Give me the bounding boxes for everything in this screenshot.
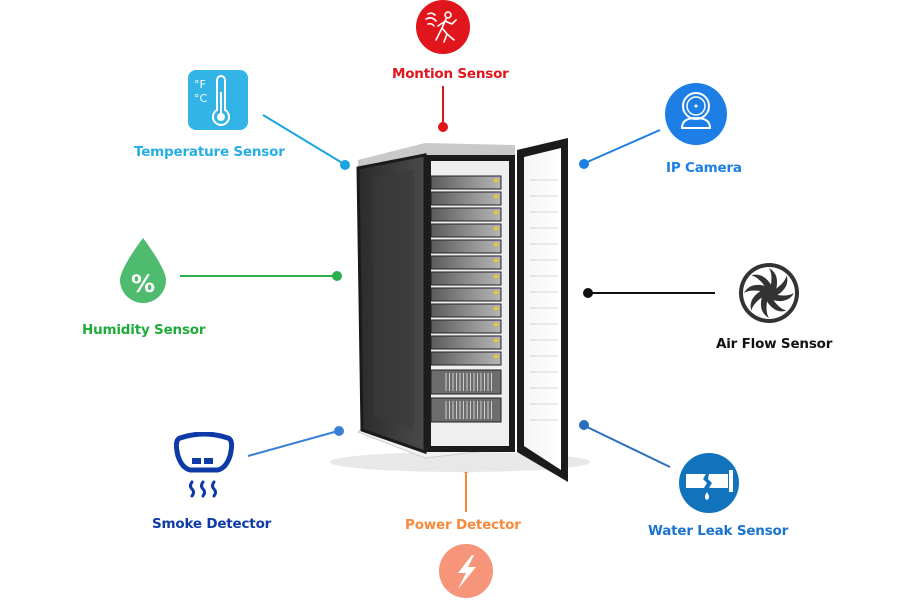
server-unit <box>430 175 502 190</box>
server-led <box>494 307 498 310</box>
server-unit <box>430 303 502 318</box>
connector-temperature <box>262 114 350 170</box>
server-led <box>494 323 498 326</box>
server-unit <box>430 319 502 334</box>
connector-ipcamera <box>579 129 661 169</box>
thermometer-icon: °F °C <box>188 70 248 130</box>
power-detector-label: Power Detector <box>405 517 521 533</box>
connector-waterleak <box>579 420 671 468</box>
rack-top <box>358 143 515 170</box>
fan-icon <box>738 262 800 324</box>
storage-unit <box>430 397 502 423</box>
webcam-icon <box>664 82 728 146</box>
air-flow-sensor-label: Air Flow Sensor <box>716 336 833 352</box>
connector-motion <box>438 86 448 132</box>
connector-smoke <box>247 426 344 457</box>
humidity-sensor-label: Humidity Sensor <box>82 322 206 338</box>
server-unit <box>430 239 502 254</box>
ip-camera-label: IP Camera <box>666 160 742 176</box>
temperature-sensor-label: Temperature Sensor <box>134 144 285 160</box>
server-led <box>494 211 498 214</box>
humidity-drop-icon: % <box>118 236 168 304</box>
connector-humidity <box>180 271 342 281</box>
server-led <box>494 243 498 246</box>
storage-unit <box>430 369 502 395</box>
rack-shadow <box>330 452 590 472</box>
server-led <box>494 195 498 198</box>
server-led <box>494 339 498 342</box>
server-unit <box>430 287 502 302</box>
server-led <box>494 259 498 262</box>
server-unit <box>430 351 502 366</box>
lightning-icon <box>438 543 494 599</box>
percent-glyph: % <box>131 270 155 298</box>
server-units <box>430 175 502 423</box>
connector-airflow <box>583 288 715 298</box>
server-unit <box>430 255 502 270</box>
server-unit <box>430 191 502 206</box>
motion-sensor-label: Montion Sensor <box>392 66 509 82</box>
smoke-detector-label: Smoke Detector <box>152 516 272 532</box>
server-unit <box>430 207 502 222</box>
server-led <box>494 355 498 358</box>
server-led <box>494 291 498 294</box>
fahrenheit-label: °F <box>194 78 206 91</box>
celsius-label: °C <box>194 92 208 105</box>
smoke-detector-icon <box>172 431 236 504</box>
motion-sensor-icon <box>414 0 472 58</box>
server-unit <box>430 271 502 286</box>
water-leak-icon <box>678 452 740 514</box>
server-led <box>494 179 498 182</box>
water-leak-sensor-label: Water Leak Sensor <box>648 523 789 539</box>
server-led <box>494 227 498 230</box>
server-led <box>494 275 498 278</box>
server-unit <box>430 223 502 238</box>
server-unit <box>430 335 502 350</box>
